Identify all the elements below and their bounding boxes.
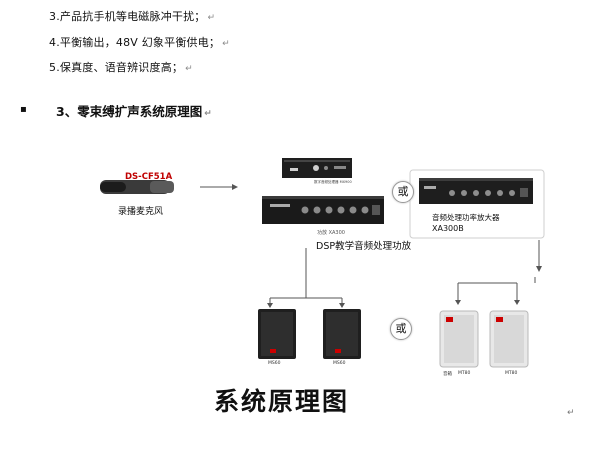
feature-text: 4.平衡输出，48V 幻象平衡供电； — [49, 36, 221, 49]
processor-caption: 数字音频处理器 MX900 — [314, 180, 352, 184]
mic-model-label: DS-CF51A — [125, 172, 173, 182]
bullet-icon: ▪ — [20, 104, 27, 115]
alt-amplifier-name-label: 音频处理功率放大器 — [432, 213, 500, 222]
alt-amplifier-model-label: XA300B — [432, 224, 464, 233]
alternative-amplifier-card — [409, 169, 545, 239]
section-heading: 3、零束缚扩声系统原理图↵ — [56, 104, 212, 119]
paragraph-mark-icon: ↵ — [204, 109, 212, 119]
microphone-image — [100, 180, 174, 194]
speaker-label: 音箱 — [443, 372, 452, 377]
feature-line-4: 4.平衡输出，48V 幻象平衡供电；↵ — [49, 34, 230, 50]
amplifier-name-label: DSP教学音频处理功放 — [316, 241, 412, 252]
mic-to-processor-arrow — [200, 184, 238, 190]
feature-line-3: 3.产品抗手机等电磁脉冲干扰；↵ — [49, 8, 215, 24]
black-speaker-right — [323, 309, 361, 359]
or-badge: 或 — [390, 318, 412, 340]
mic-name-label: 录播麦克风 — [118, 207, 164, 217]
feature-line-5: 5.保真度、语音辨识度高；↵ — [49, 59, 193, 75]
or-badge: 或 — [392, 181, 414, 203]
feature-text: 3.产品抗手机等电磁脉冲干扰； — [49, 10, 206, 23]
audio-processor-device — [282, 158, 352, 178]
amp-to-speakers-connector — [269, 248, 343, 303]
speaker-label: MT80 — [458, 371, 471, 376]
ampb-to-speakers-connector — [457, 240, 540, 300]
paragraph-mark-icon: ↵ — [185, 64, 193, 74]
dsp-amplifier-device — [262, 196, 384, 224]
white-speaker-left — [439, 310, 479, 368]
black-speaker-left — [258, 309, 296, 359]
feature-text: 5.保真度、语音辨识度高； — [49, 61, 184, 74]
amplifier-caption: 功放 XA300 — [317, 230, 345, 236]
diagram-title: 系统原理图 — [214, 387, 350, 416]
paragraph-mark-icon: ↵ — [207, 13, 216, 23]
speaker-label: MS60 — [333, 361, 346, 366]
speaker-label: MT80 — [505, 371, 518, 376]
speaker-label: MS60 — [268, 361, 281, 366]
paragraph-mark-icon: ↵ — [567, 408, 575, 418]
paragraph-mark-icon: ↵ — [222, 39, 230, 49]
white-speaker-right — [489, 310, 529, 368]
